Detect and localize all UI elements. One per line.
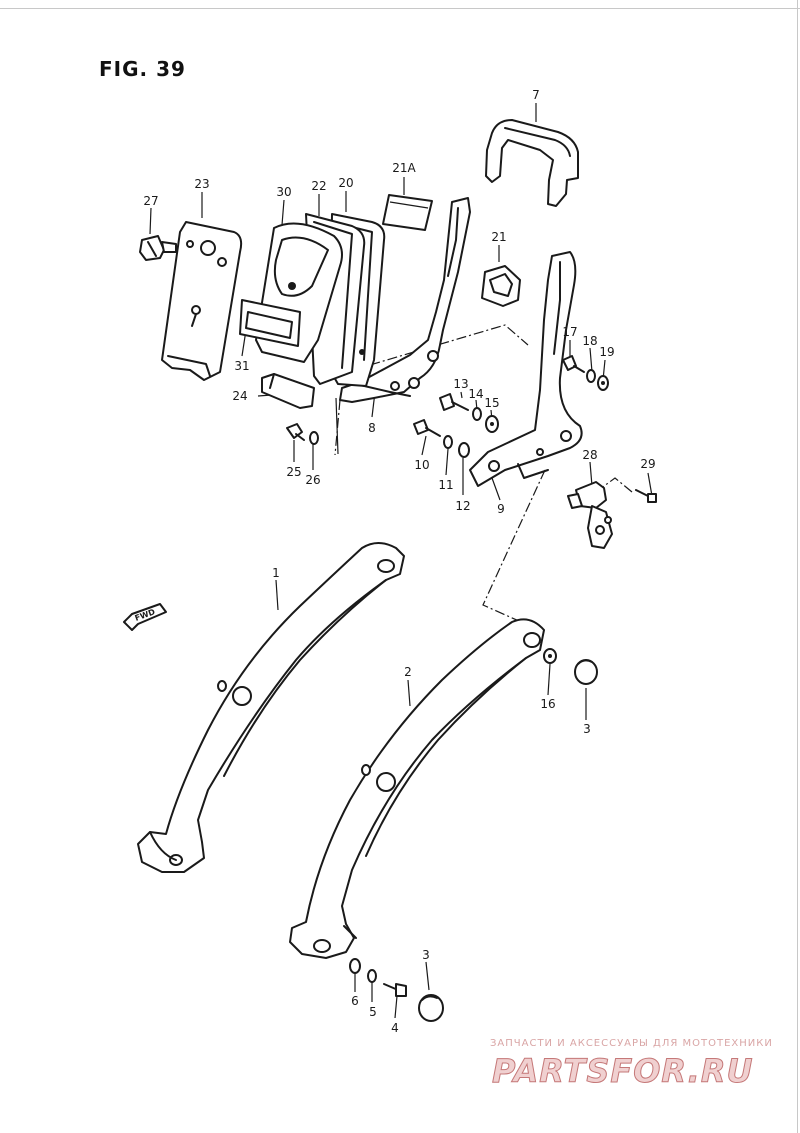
part-28-bracket (567, 481, 613, 549)
callout-2: 2 (404, 665, 412, 679)
part-7-grab-handle (485, 119, 579, 207)
callout-31: 31 (234, 359, 249, 373)
callout-21: 21 (491, 230, 506, 244)
part-4-bolt (383, 983, 407, 997)
callout-23: 23 (194, 177, 209, 191)
callout-9: 9 (497, 502, 505, 516)
callout-21a: 21A (392, 161, 416, 175)
part-2-right-rail (289, 618, 545, 959)
part-19-nut (597, 375, 609, 391)
callout-28: 28 (582, 448, 597, 462)
figure-title: FIG. 39 (99, 57, 186, 81)
callout-25: 25 (286, 465, 301, 479)
part-14-washer (472, 407, 482, 421)
callout-13: 13 (453, 377, 468, 391)
callout-15: 15 (484, 396, 499, 410)
scan-edge-top (0, 8, 800, 9)
watermark-tagline: ЗАПЧАСТИ И АКСЕССУАРЫ ДЛЯ МОТОТЕХНИКИ (490, 1038, 773, 1049)
part-11-washer (443, 435, 453, 449)
part-26-washer (309, 431, 319, 445)
callout-19: 19 (599, 345, 614, 359)
watermark-logo: PARTSFOR.RU (491, 1052, 754, 1091)
callout-20: 20 (338, 176, 353, 190)
callout-6: 6 (351, 994, 359, 1008)
part-5-washer (367, 969, 377, 983)
part-3-cap-lower (418, 994, 444, 1022)
part-23-plate-bracket (161, 221, 243, 381)
callout-3-upper: 3 (583, 722, 591, 736)
part-29-screw (635, 489, 657, 503)
part-6-washer (349, 958, 361, 974)
part-1-left-rail (137, 542, 405, 873)
callout-12: 12 (455, 499, 470, 513)
callout-4: 4 (391, 1021, 399, 1035)
callout-22: 22 (311, 179, 326, 193)
scan-edge-right (797, 0, 798, 1133)
part-16-collar (543, 648, 557, 664)
part-21-clip (481, 265, 521, 307)
part-12-washer (458, 442, 470, 458)
callout-3-lower: 3 (422, 948, 430, 962)
part-25-screw (286, 423, 305, 441)
callout-26: 26 (305, 473, 320, 487)
part-9-stay (469, 251, 583, 487)
callout-27: 27 (143, 194, 158, 208)
callout-24: 24 (232, 389, 247, 403)
part-17-bolt (562, 355, 585, 373)
part-21a-reflector (382, 194, 433, 231)
callout-1: 1 (272, 566, 280, 580)
part-24-block (261, 373, 315, 409)
part-3-cap-upper (574, 659, 598, 685)
part-31-strap (239, 299, 301, 347)
part-13-bolt (439, 393, 469, 411)
part-27-bulb-socket (139, 235, 177, 261)
callout-29: 29 (640, 457, 655, 471)
callout-10: 10 (414, 458, 429, 472)
callout-8: 8 (368, 421, 376, 435)
part-15-nut (485, 415, 499, 433)
callout-11: 11 (438, 478, 453, 492)
fwd-arrow: FWD (123, 603, 167, 631)
callout-18: 18 (582, 334, 597, 348)
part-8-bracket (339, 197, 471, 403)
callout-14: 14 (468, 387, 483, 401)
part-18-washer (586, 369, 596, 383)
part-10-bolt (413, 419, 441, 437)
callout-5: 5 (369, 1005, 377, 1019)
callout-30: 30 (276, 185, 291, 199)
callout-17: 17 (562, 325, 577, 339)
callout-7: 7 (532, 88, 540, 102)
callout-16: 16 (540, 697, 555, 711)
callout-numbers: 7 21A 21 20 22 30 23 27 31 24 8 25 26 13… (143, 88, 655, 1035)
